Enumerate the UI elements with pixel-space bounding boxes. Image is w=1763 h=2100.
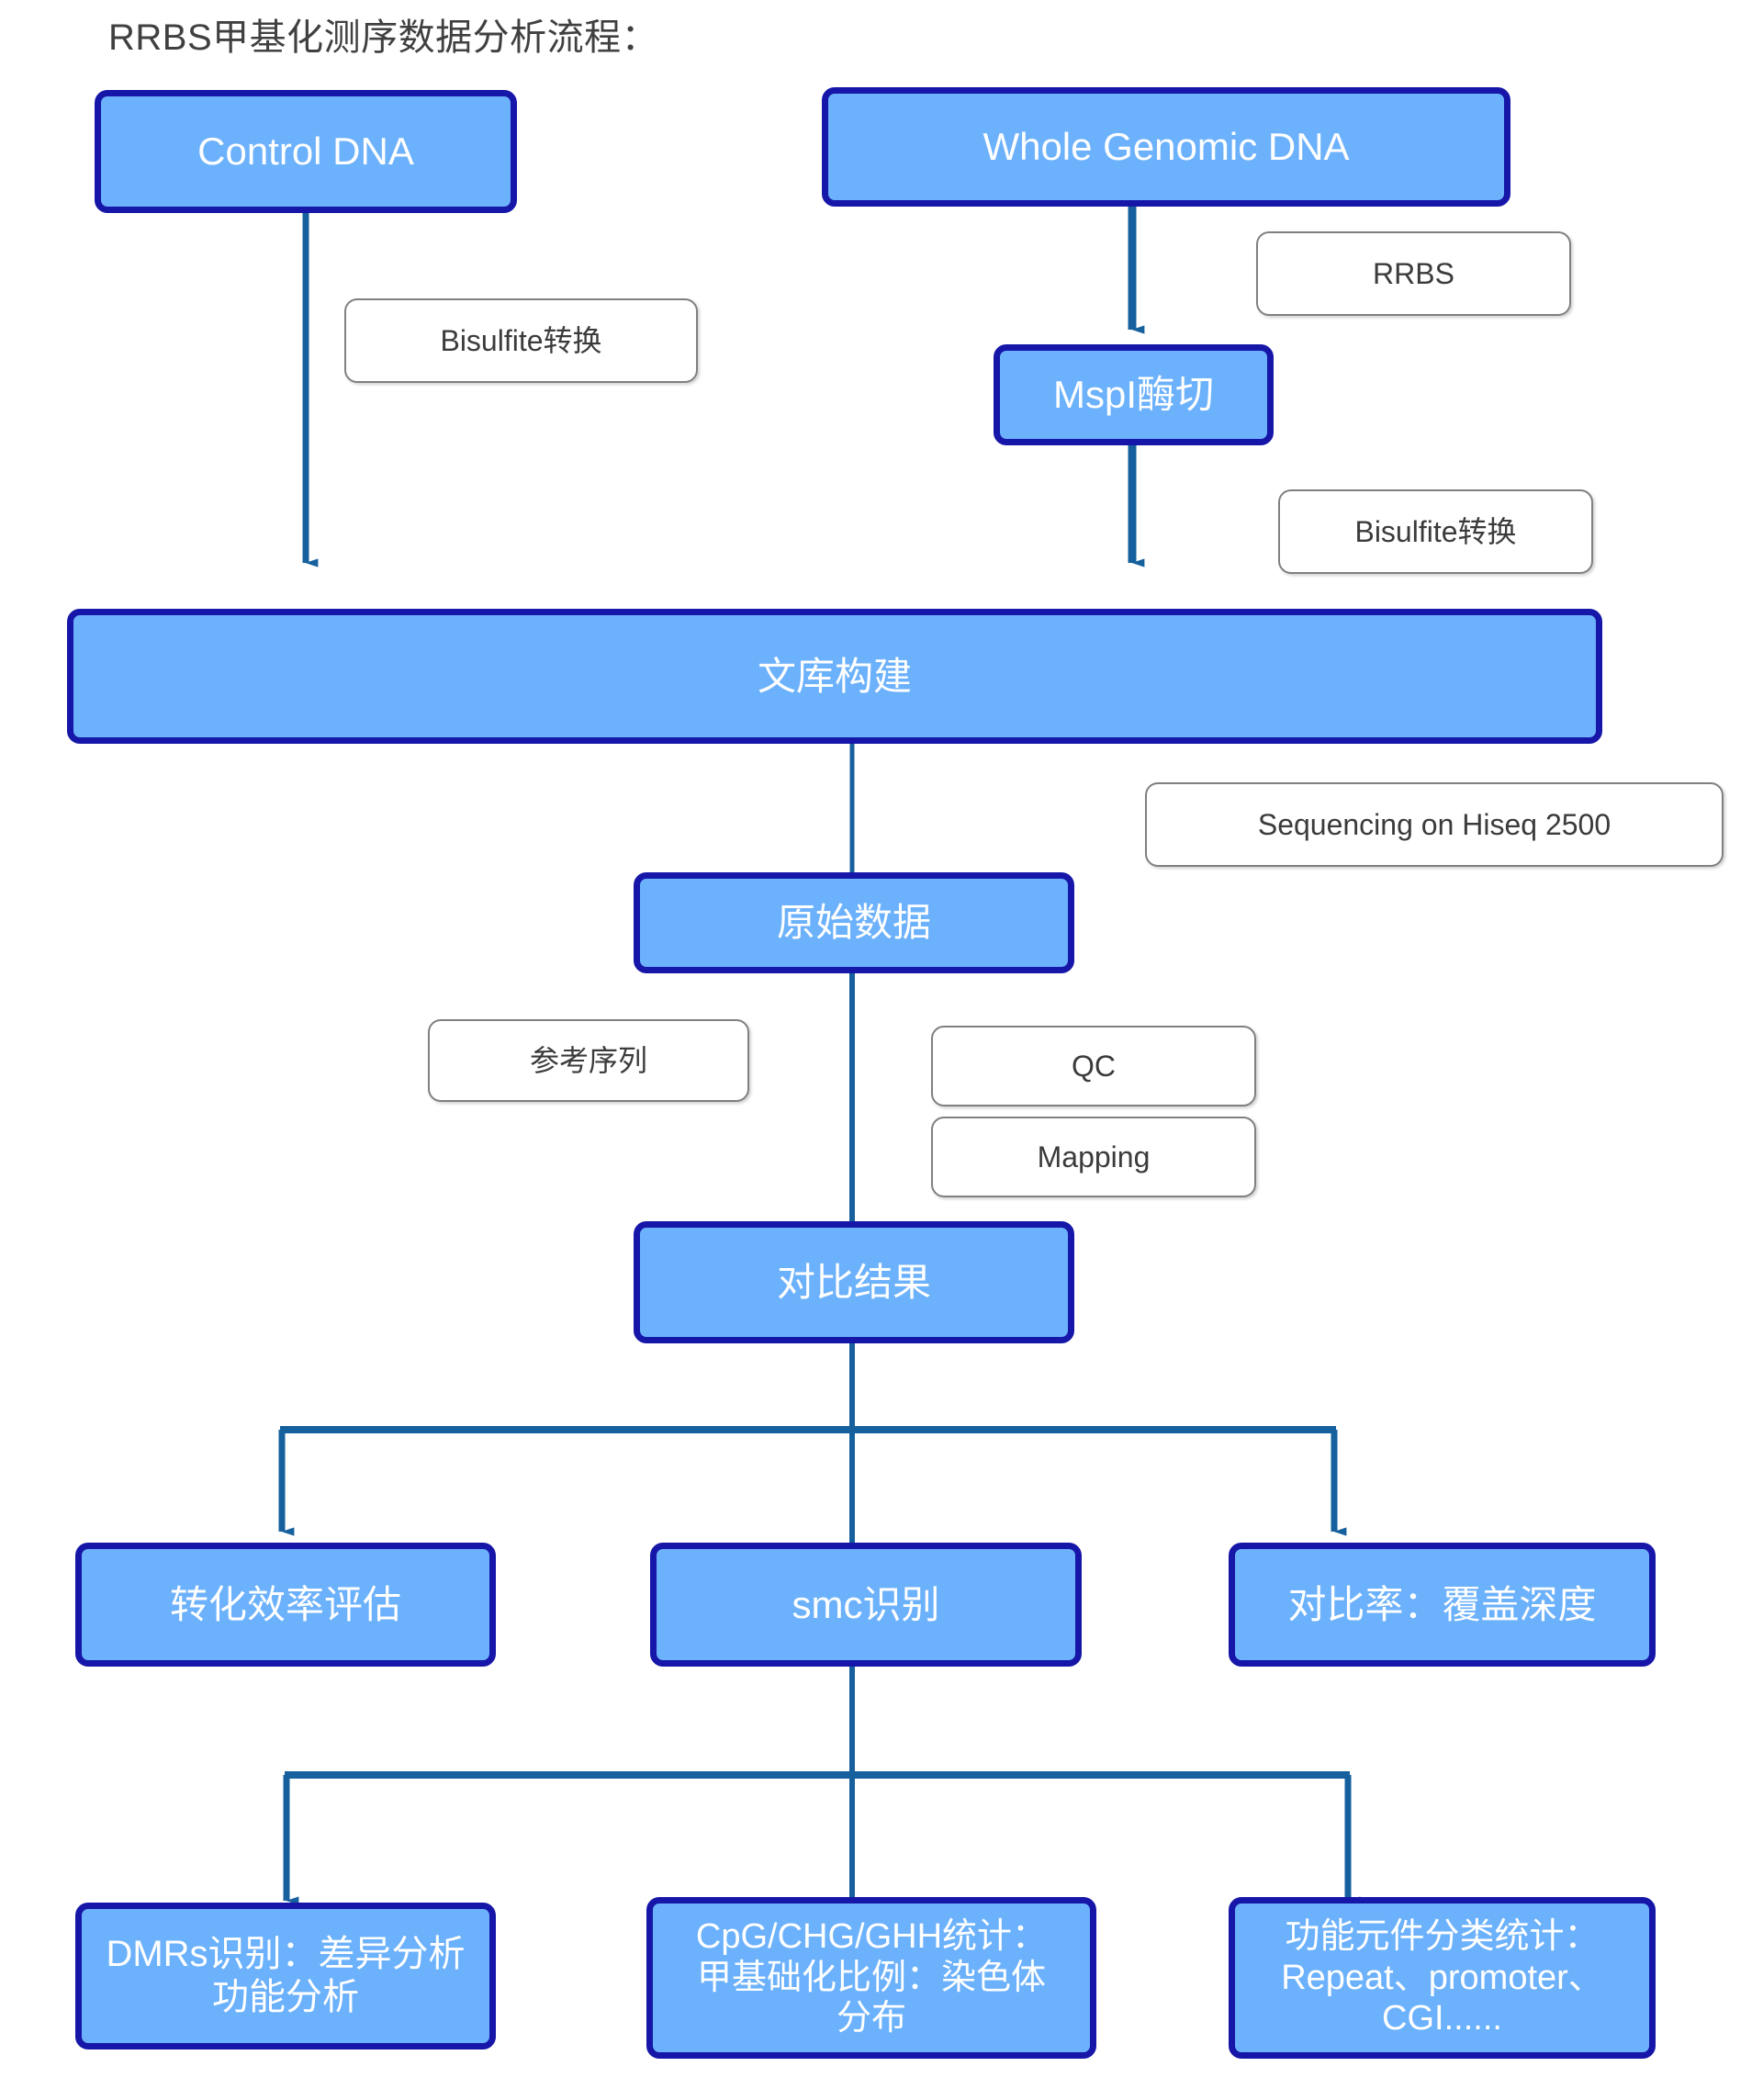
- annotation-rrbs-label: RRBS: [1373, 256, 1454, 290]
- annotation-bisulfite-left[interactable]: Bisulfite转换: [344, 298, 698, 383]
- node-mapping-rate-depth-label: 对比率：覆盖深度: [1287, 1582, 1597, 1626]
- node-control-dna-label: Control DNA: [197, 129, 414, 174]
- annotation-rrbs[interactable]: RRBS: [1256, 231, 1571, 316]
- node-functional-element-stats-text: 功能元件分类统计： Repeat、promoter、 CGI......: [1281, 1916, 1603, 2039]
- annotation-reference-seq[interactable]: 参考序列: [428, 1019, 749, 1102]
- node-whole-genomic-dna[interactable]: Whole Genomic DNA: [822, 87, 1510, 207]
- annotation-qc[interactable]: QC: [931, 1026, 1256, 1106]
- node-smc-identification[interactable]: smc识别: [650, 1543, 1082, 1667]
- node-alignment-result[interactable]: 对比结果: [634, 1221, 1074, 1343]
- node-cpg-chg-ghh-stats-line2: 甲基础化比例：染色体: [696, 1958, 1046, 1997]
- node-cpg-chg-ghh-stats-line3: 分布: [836, 1999, 906, 2038]
- node-conversion-efficiency[interactable]: 转化效率评估: [75, 1543, 496, 1667]
- annotation-mapping-label: Mapping: [1037, 1140, 1151, 1174]
- node-functional-element-stats-line2: Repeat、promoter、: [1281, 1958, 1603, 1997]
- node-alignment-result-label: 对比结果: [776, 1260, 931, 1304]
- node-control-dna[interactable]: Control DNA: [95, 90, 517, 213]
- annotation-bisulfite-left-label: Bisulfite转换: [440, 323, 602, 357]
- node-cpg-chg-ghh-stats[interactable]: CpG/CHG/GHH统计： 甲基础化比例：染色体 分布: [646, 1897, 1096, 2059]
- node-cpg-chg-ghh-stats-text: CpG/CHG/GHH统计： 甲基础化比例：染色体 分布: [696, 1916, 1047, 2039]
- node-whole-genomic-dna-label: Whole Genomic DNA: [983, 125, 1350, 169]
- annotation-bisulfite-right[interactable]: Bisulfite转换: [1278, 489, 1593, 574]
- node-raw-data[interactable]: 原始数据: [634, 872, 1074, 973]
- node-functional-element-stats-line1: 功能元件分类统计：: [1285, 1916, 1600, 1956]
- node-mspi-digestion[interactable]: MspI酶切: [994, 344, 1274, 445]
- node-raw-data-label: 原始数据: [776, 901, 931, 945]
- node-dmrs-identification[interactable]: DMRs识别：差异分析 功能分析: [75, 1903, 496, 2049]
- node-smc-identification-label: smc识别: [792, 1582, 940, 1626]
- annotation-reference-seq-label: 参考序列: [529, 1043, 647, 1077]
- node-mapping-rate-depth[interactable]: 对比率：覆盖深度: [1229, 1543, 1656, 1667]
- annotation-mapping[interactable]: Mapping: [931, 1117, 1256, 1197]
- node-dmrs-identification-line1: DMRs识别：差异分析: [106, 1933, 466, 1974]
- node-functional-element-stats[interactable]: 功能元件分类统计： Repeat、promoter、 CGI......: [1229, 1897, 1656, 2059]
- annotation-qc-label: QC: [1072, 1049, 1116, 1083]
- node-dmrs-identification-line2: 功能分析: [212, 1977, 359, 2017]
- node-cpg-chg-ghh-stats-line1: CpG/CHG/GHH统计：: [695, 1916, 1048, 1956]
- node-conversion-efficiency-label: 转化效率评估: [169, 1582, 401, 1626]
- annotation-sequencing[interactable]: Sequencing on Hiseq 2500: [1145, 782, 1724, 867]
- annotation-sequencing-label: Sequencing on Hiseq 2500: [1257, 807, 1611, 841]
- node-mspi-digestion-label: MspI酶切: [1052, 373, 1214, 417]
- node-dmrs-identification-text: DMRs识别：差异分析 功能分析: [106, 1933, 465, 2019]
- node-functional-element-stats-line3: CGI......: [1382, 1999, 1502, 2038]
- page-title: RRBS甲基化测序数据分析流程：: [108, 17, 659, 58]
- node-library-construction-label: 文库构建: [757, 654, 912, 698]
- node-library-construction[interactable]: 文库构建: [67, 609, 1602, 744]
- annotation-bisulfite-right-label: Bisulfite转换: [1354, 514, 1517, 548]
